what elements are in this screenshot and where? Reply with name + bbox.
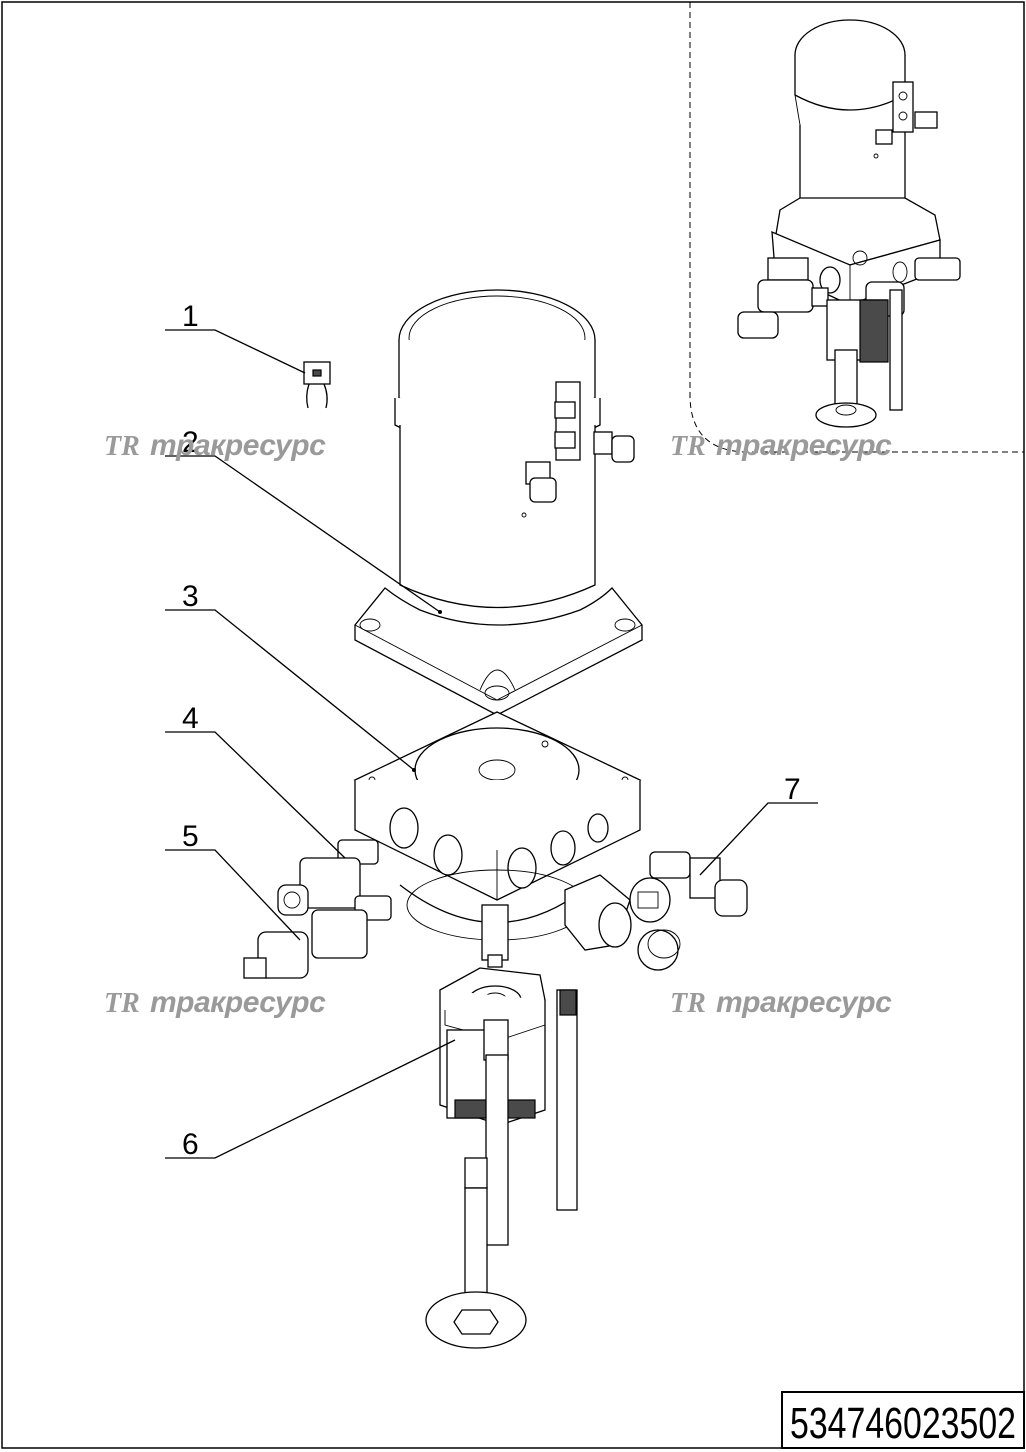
return-pipe bbox=[556, 989, 578, 1211]
callout-7: 7 bbox=[784, 773, 801, 806]
svg-text:TR: TR bbox=[104, 431, 140, 462]
svg-text:TR: TR bbox=[670, 431, 706, 462]
svg-text:TR: TR bbox=[670, 988, 706, 1019]
part-2-motor bbox=[354, 289, 643, 716]
part-3-valve-block bbox=[353, 711, 642, 968]
svg-text:тракресурс: тракресурс bbox=[716, 429, 892, 462]
watermark-2: TR тракресурс bbox=[670, 429, 893, 462]
suction-pipe bbox=[425, 1054, 527, 1349]
svg-text:TR: TR bbox=[104, 988, 140, 1019]
part-1-fuse bbox=[303, 361, 331, 409]
callout-5: 5 bbox=[182, 820, 199, 853]
part-5-solenoid-valve bbox=[243, 895, 392, 979]
leader-lines bbox=[165, 329, 818, 1159]
part-6-gear-pump bbox=[439, 967, 546, 1126]
callout-1: 1 bbox=[182, 300, 199, 333]
document-number-box: 534746023502 bbox=[781, 1391, 1025, 1449]
part-4-solenoid-valve bbox=[277, 839, 379, 916]
callout-4: 4 bbox=[182, 702, 199, 735]
plug-fitting bbox=[629, 877, 681, 971]
svg-text:тракресурс: тракресурс bbox=[716, 986, 892, 1019]
watermark-1: TR тракресурс bbox=[104, 429, 327, 462]
part-7-check-valve bbox=[649, 851, 748, 917]
svg-text:тракресурс: тракресурс bbox=[150, 429, 326, 462]
svg-text:тракресурс: тракресурс bbox=[150, 986, 326, 1019]
watermark-3: TR тракресурс bbox=[104, 986, 327, 1019]
callout-3: 3 bbox=[182, 580, 199, 613]
callout-6: 6 bbox=[182, 1128, 199, 1161]
document-number: 534746023502 bbox=[790, 1399, 1016, 1448]
watermark-4: TR тракресурс bbox=[670, 986, 893, 1019]
callout-2: 2 bbox=[182, 426, 199, 459]
assembled-view-inset bbox=[689, 2, 1024, 453]
